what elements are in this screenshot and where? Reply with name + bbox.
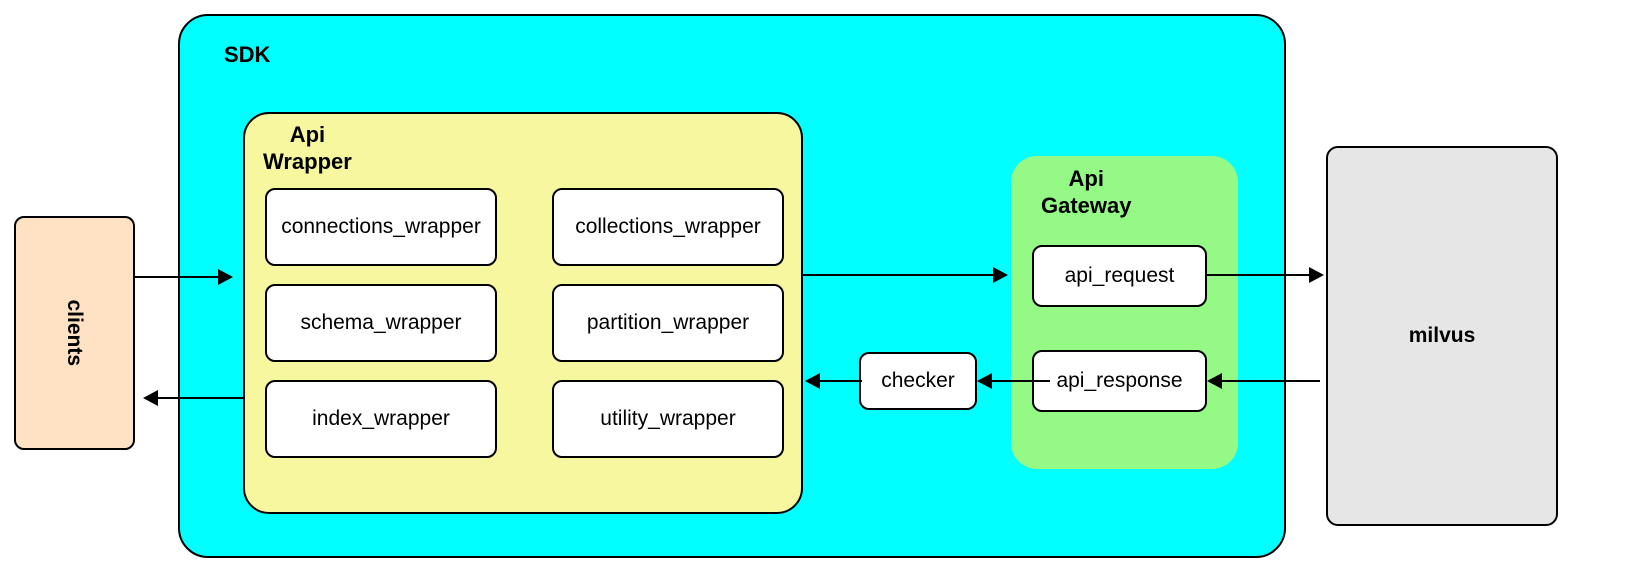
module-collections-wrapper[interactable]: collections_wrapper xyxy=(552,188,784,266)
module-label: index_wrapper xyxy=(312,407,450,431)
api-wrapper-title: Api Wrapper xyxy=(263,122,352,174)
module-label: api_request xyxy=(1064,264,1175,288)
edge-checker-to-api-wrapper xyxy=(820,380,862,382)
module-connections-wrapper[interactable]: connections_wrapper xyxy=(265,188,497,266)
arrowhead-left-icon xyxy=(143,390,158,406)
module-label: utility_wrapper xyxy=(600,407,736,431)
edge-api-wrapper-to-api-request xyxy=(803,274,995,276)
arrowhead-left-icon xyxy=(805,373,820,389)
edge-api-request-to-milvus xyxy=(1207,274,1311,276)
module-utility-wrapper[interactable]: utility_wrapper xyxy=(552,380,784,458)
arrowhead-right-icon xyxy=(1309,267,1324,283)
module-index-wrapper[interactable]: index_wrapper xyxy=(265,380,497,458)
arrowhead-right-icon xyxy=(218,269,233,285)
api-gateway-container[interactable]: Api Gateway xyxy=(1011,156,1238,469)
module-checker[interactable]: checker xyxy=(859,352,977,410)
actor-clients[interactable]: clients xyxy=(14,216,135,450)
module-partition-wrapper[interactable]: partition_wrapper xyxy=(552,284,784,362)
module-schema-wrapper[interactable]: schema_wrapper xyxy=(265,284,497,362)
module-label: schema_wrapper xyxy=(300,311,462,335)
module-label: api_response xyxy=(1056,369,1183,393)
module-api-response[interactable]: api_response xyxy=(1032,350,1207,412)
actor-label: milvus xyxy=(1408,324,1476,348)
module-label: connections_wrapper xyxy=(281,215,481,239)
module-label: checker xyxy=(881,369,955,393)
module-label: partition_wrapper xyxy=(586,311,750,335)
arrowhead-right-icon xyxy=(993,267,1008,283)
edge-clients-to-sdk xyxy=(135,276,220,278)
edge-sdk-to-clients xyxy=(158,397,245,399)
edge-api-response-to-checker xyxy=(992,380,1050,382)
edge-milvus-to-api-response xyxy=(1222,380,1320,382)
module-label: collections_wrapper xyxy=(575,215,761,239)
actor-label: clients xyxy=(63,299,87,367)
api-gateway-title: Api Gateway xyxy=(1041,166,1132,218)
arrowhead-left-icon xyxy=(977,373,992,389)
actor-milvus[interactable]: milvus xyxy=(1326,146,1558,526)
arrowhead-left-icon xyxy=(1207,373,1222,389)
sdk-title: SDK xyxy=(224,42,271,67)
module-api-request[interactable]: api_request xyxy=(1032,245,1207,307)
